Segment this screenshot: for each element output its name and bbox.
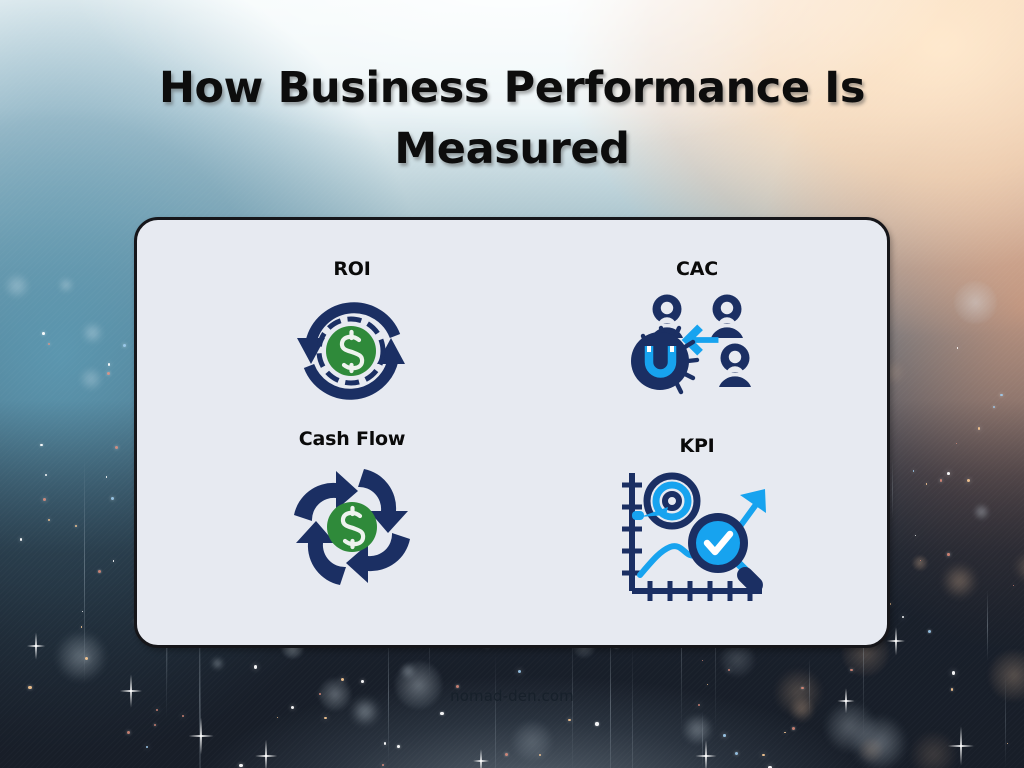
metric-roi: ROI (237, 258, 467, 413)
metric-roi-label: ROI (333, 258, 371, 280)
magnifier-check-icon (687, 513, 763, 593)
roi-cycle-dollar-coin-icon (287, 288, 417, 413)
cac-magnet-attracting-customers-icon (627, 288, 767, 416)
magnet-disc (631, 332, 689, 390)
footer-watermark: nomad-den.com (450, 687, 574, 705)
metric-cac-label: CAC (676, 258, 718, 280)
metric-kpi-label: KPI (679, 435, 715, 457)
metric-cac: CAC (567, 258, 827, 416)
metric-cash-flow-label: Cash Flow (298, 428, 406, 450)
cash-flow-circular-arrows-dollar-icon (286, 458, 418, 596)
metric-cash-flow: Cash Flow (237, 428, 467, 596)
target-icon (631, 472, 700, 530)
metric-kpi: KPI (567, 435, 827, 610)
dart-icon (631, 507, 668, 520)
kpi-chart-target-magnifier-icon (610, 465, 785, 610)
attraction-arrow-icon (681, 324, 719, 356)
page-title: How Business Performance Is Measured (158, 63, 866, 175)
metrics-card: ROI (134, 217, 890, 648)
